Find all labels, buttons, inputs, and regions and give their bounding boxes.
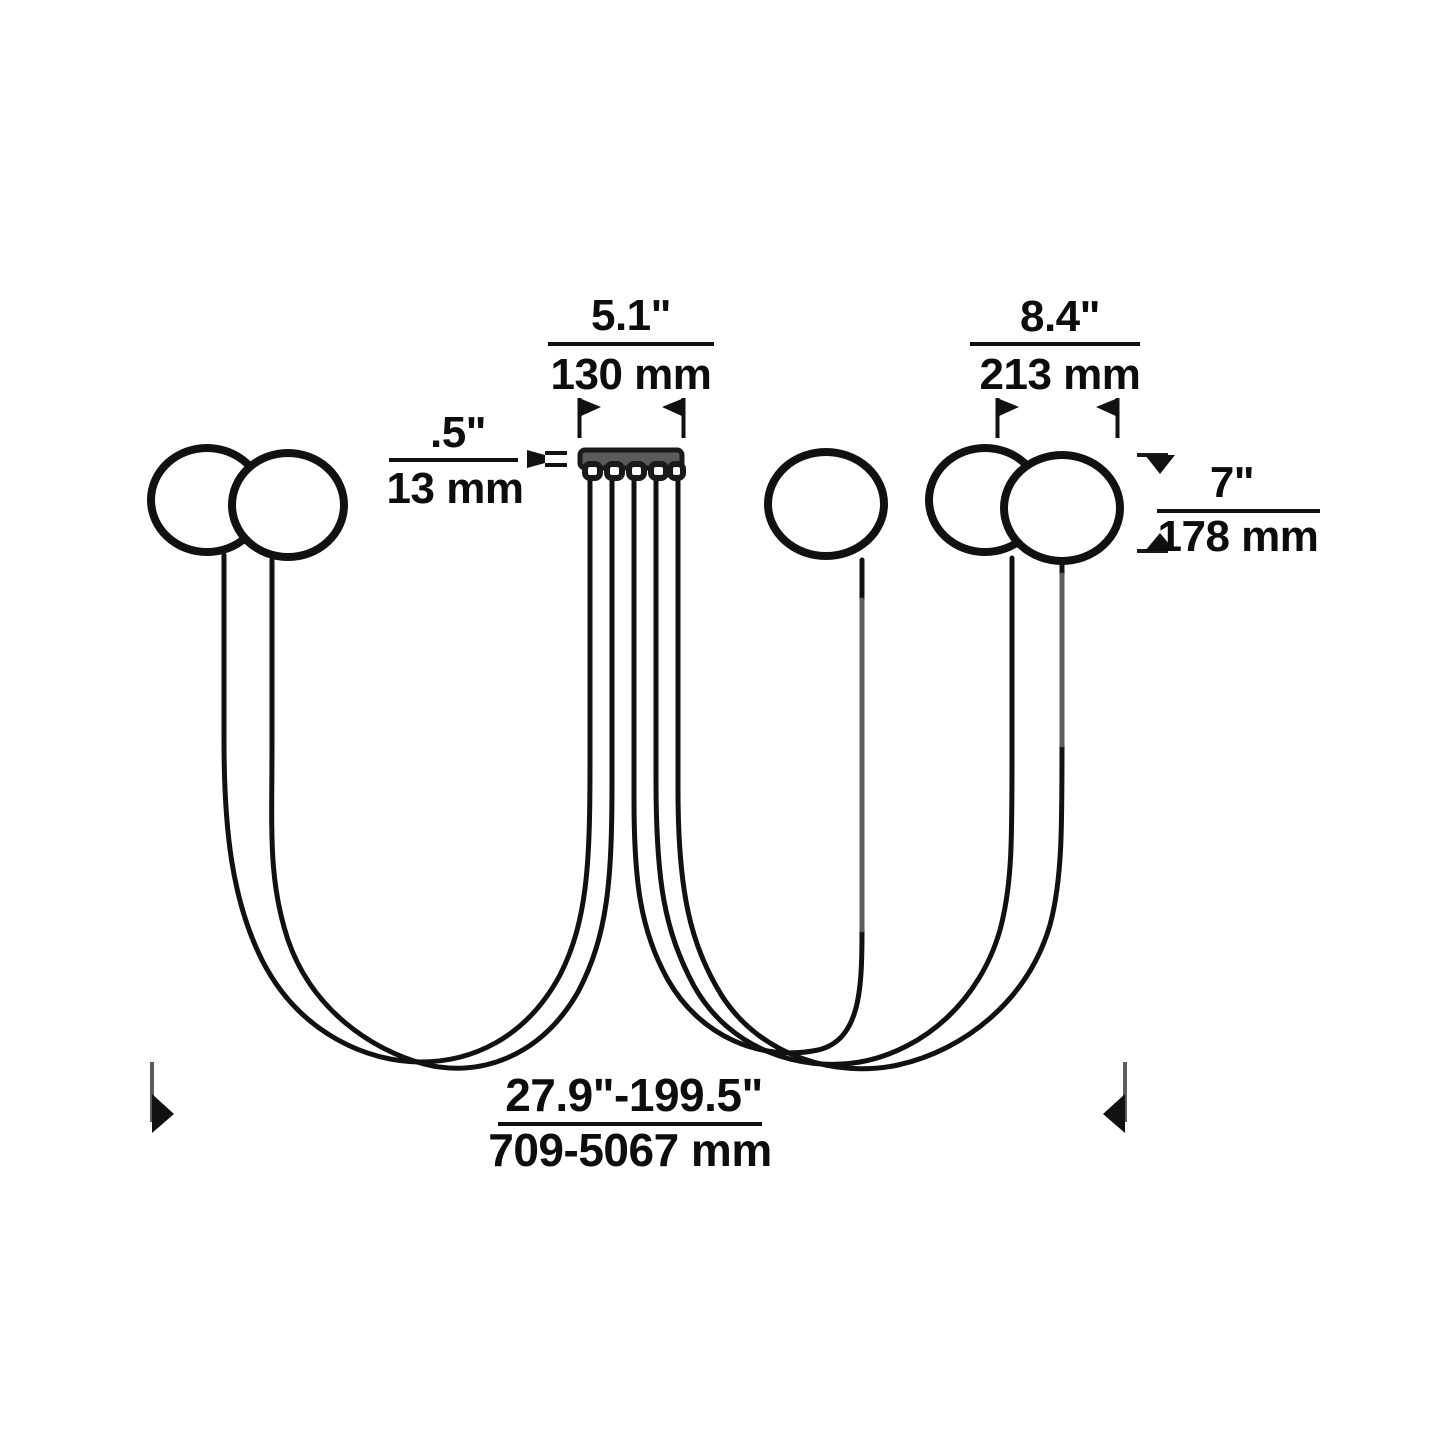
cable-right-outer [675, 467, 1065, 1072]
globe-left-2 [228, 449, 348, 561]
dim-overall-drop-arrow-left [152, 1094, 174, 1133]
dim-globe-diameter-arrow-top [1145, 455, 1175, 474]
cable-group-right [631, 467, 1065, 1072]
canopy-assembly [577, 447, 686, 481]
dim-globe-pair-arrow-left [995, 398, 1019, 438]
canopy-outlet-5 [667, 461, 686, 481]
dim-canopy-width-imperial: 5.1" [591, 291, 671, 340]
dim-overall-drop: 27.9"-199.5" 709-5067 mm [150, 1062, 1127, 1176]
dim-overall-drop-metric: 709-5067 mm [488, 1124, 771, 1176]
dim-globe-pair-arrow-right [1096, 398, 1120, 438]
cable-group-left [221, 467, 615, 1071]
globe-right-2 [1000, 451, 1124, 565]
dim-overall-drop-imperial: 27.9"-199.5" [505, 1069, 763, 1121]
cable-right-inner [653, 467, 1015, 1067]
globe-group [147, 444, 1124, 565]
canopy-outlet-4 [648, 461, 669, 481]
dim-globe-diameter-metric: 178 mm [1158, 512, 1319, 561]
dim-globe-diameter: 7" 178 mm [1137, 453, 1320, 561]
dim-canopy-width-arrow-left [577, 398, 601, 438]
dim-globe-diameter-imperial: 7" [1210, 458, 1254, 507]
canopy-outlet-1 [582, 461, 603, 481]
dim-globe-pair-width: 8.4" 213 mm [970, 292, 1141, 438]
cable-left-outer [221, 467, 593, 1065]
dim-globe-diameter-arrow-bottom [1145, 533, 1175, 551]
canopy-outlet-2 [604, 461, 625, 481]
canopy-outlet-3 [626, 461, 647, 481]
dim-overall-drop-arrow-right [1103, 1094, 1125, 1133]
dim-canopy-width: 5.1" 130 mm [548, 291, 714, 438]
canopy-thickness-callout-marker [527, 450, 567, 468]
dim-canopy-width-arrow-right [662, 398, 686, 438]
cable-center-straight [631, 467, 865, 1056]
dim-canopy-thickness: .5" 13 mm [387, 408, 524, 513]
dim-globe-pair-imperial: 8.4" [1020, 292, 1100, 341]
globe-center [764, 448, 888, 560]
dim-canopy-thickness-imperial: .5" [430, 408, 486, 457]
dim-canopy-width-metric: 130 mm [551, 350, 712, 399]
cable-left-inner [269, 467, 615, 1071]
dim-canopy-thickness-metric: 13 mm [387, 464, 524, 513]
dim-globe-pair-metric: 213 mm [980, 350, 1141, 399]
